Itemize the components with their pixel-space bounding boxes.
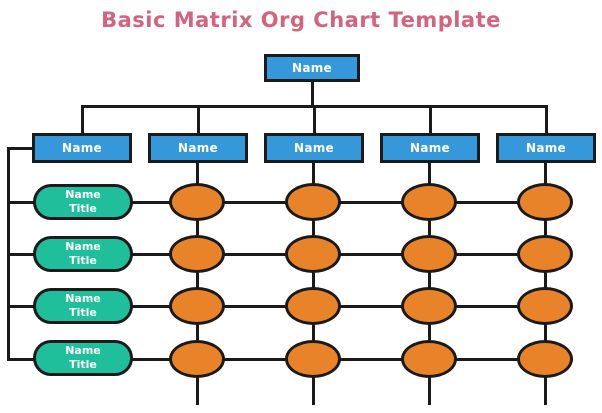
connector-row-rail-3	[131, 305, 551, 308]
row-person-title: Title	[69, 254, 97, 267]
node-matrix-cell-r4c4[interactable]	[517, 340, 573, 378]
chart-title: Basic Matrix Org Chart Template	[101, 8, 501, 32]
connector-drop-4	[429, 105, 432, 135]
row-person-name: Name	[65, 344, 101, 357]
connector-row-rail-2	[131, 253, 551, 256]
connector-left-branch-3	[7, 305, 37, 308]
node-matrix-cell-r1c2[interactable]	[285, 183, 341, 221]
node-matrix-cell-r2c3[interactable]	[401, 235, 457, 273]
node-department-4[interactable]: Name	[380, 133, 480, 163]
node-matrix-cell-r1c4[interactable]	[517, 183, 573, 221]
connector-left-spine-top	[7, 147, 35, 150]
connector-col-rail-3	[428, 161, 431, 405]
connector-drop-2	[197, 105, 200, 135]
connector-drop-3	[313, 105, 316, 135]
connector-left-branch-2	[7, 253, 37, 256]
connector-row-rail-1	[131, 201, 551, 204]
node-root[interactable]: Name	[264, 54, 360, 82]
node-row-person-4[interactable]: Name Title	[33, 340, 133, 376]
node-matrix-cell-r1c1[interactable]	[169, 183, 225, 221]
connector-col-rail-1	[196, 161, 199, 405]
row-person-title: Title	[69, 306, 97, 319]
node-department-2[interactable]: Name	[148, 133, 248, 163]
node-row-person-2[interactable]: Name Title	[33, 236, 133, 272]
node-matrix-cell-r1c3[interactable]	[401, 183, 457, 221]
connector-root-stem	[311, 82, 314, 106]
node-matrix-cell-r2c1[interactable]	[169, 235, 225, 273]
node-matrix-cell-r4c1[interactable]	[169, 340, 225, 378]
node-matrix-cell-r3c3[interactable]	[401, 287, 457, 325]
row-person-name: Name	[65, 292, 101, 305]
node-matrix-cell-r4c2[interactable]	[285, 340, 341, 378]
connector-row-rail-4	[131, 358, 551, 361]
connector-left-branch-1	[7, 201, 37, 204]
node-department-3[interactable]: Name	[264, 133, 364, 163]
node-department-1[interactable]: Name	[32, 133, 132, 163]
node-matrix-cell-r3c2[interactable]	[285, 287, 341, 325]
connector-drop-1	[81, 105, 84, 135]
row-person-title: Title	[69, 358, 97, 371]
connector-col-rail-4	[544, 161, 547, 405]
connector-left-branch-4	[7, 358, 37, 361]
connector-drop-5	[545, 105, 548, 135]
connector-col-rail-2	[312, 161, 315, 405]
row-person-title: Title	[69, 202, 97, 215]
node-matrix-cell-r2c4[interactable]	[517, 235, 573, 273]
node-row-person-1[interactable]: Name Title	[33, 184, 133, 220]
row-person-name: Name	[65, 188, 101, 201]
node-matrix-cell-r3c4[interactable]	[517, 287, 573, 325]
node-matrix-cell-r2c2[interactable]	[285, 235, 341, 273]
node-department-5[interactable]: Name	[496, 133, 596, 163]
row-person-name: Name	[65, 240, 101, 253]
node-matrix-cell-r4c3[interactable]	[401, 340, 457, 378]
node-matrix-cell-r3c1[interactable]	[169, 287, 225, 325]
node-row-person-3[interactable]: Name Title	[33, 288, 133, 324]
